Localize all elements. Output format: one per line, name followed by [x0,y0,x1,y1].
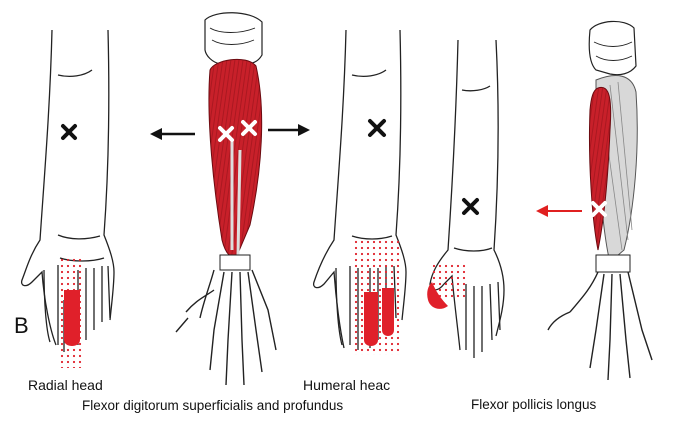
humeral-head-label: Humeral heac [303,377,391,393]
arm-skeletal-right [547,20,653,381]
right-caption: Flexor pollicis longus [471,397,597,412]
referral-pain-thumb [427,282,448,309]
trigger-point-x-marker [61,124,77,140]
referral-pain-finger [364,292,378,346]
arm-skeletal-center [175,12,277,386]
trigger-point-x-marker [462,198,479,215]
trigger-point-x-marker [218,120,257,142]
panel-letter: B [14,313,29,338]
trigger-point-x-marker [591,201,607,217]
trigger-point-x-marker [368,119,386,137]
left-arrow [536,205,582,217]
left-arrow [150,128,195,140]
referral-pain-finger [382,288,394,336]
referral-pain-finger [64,290,80,346]
right-arrow [268,124,310,136]
radial-head-label: Radial head [28,377,103,393]
arm-flexor-pollicis [429,39,505,358]
main-caption: Flexor digitorum superficialis and profu… [82,398,344,413]
